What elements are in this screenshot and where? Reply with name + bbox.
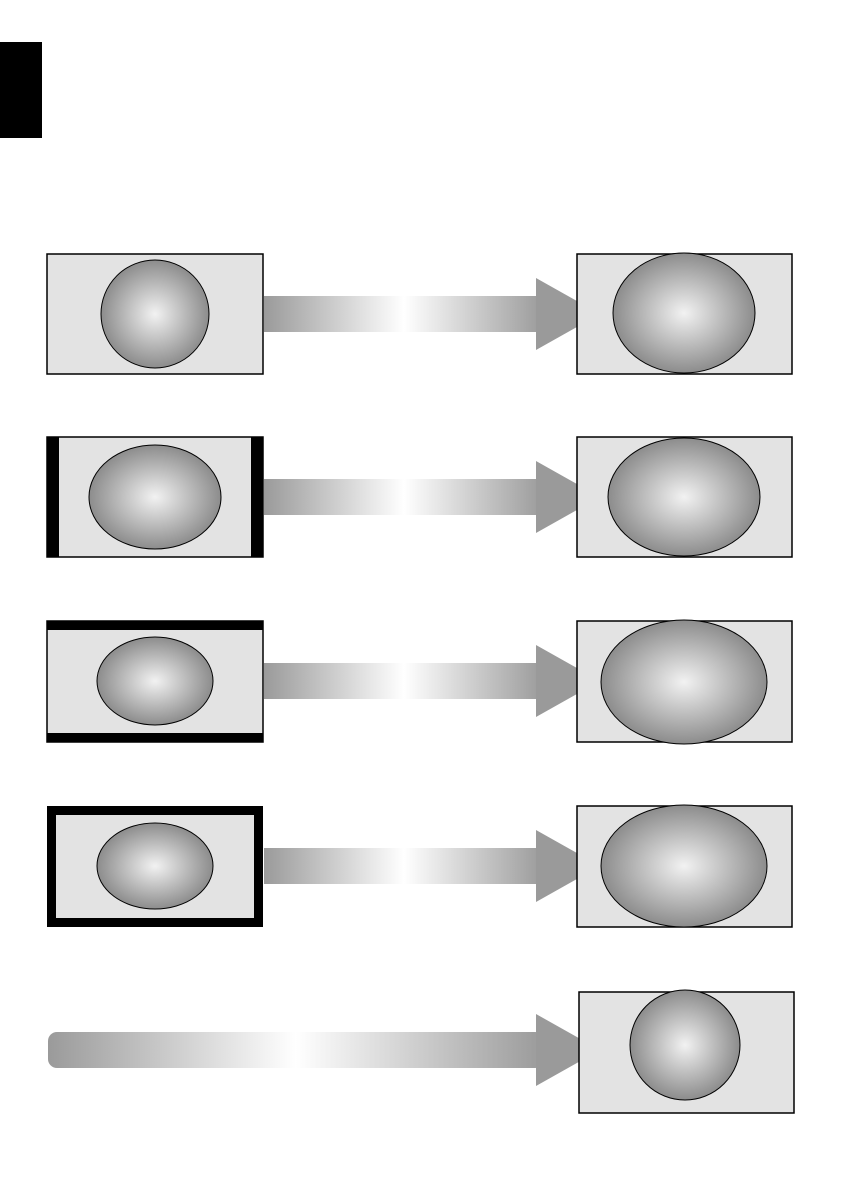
pillar-bar-left — [47, 437, 59, 557]
target-screen — [577, 253, 792, 374]
pillar-bar-right — [251, 437, 263, 557]
picture-wide-ellipse — [601, 620, 767, 744]
target-screen — [579, 990, 794, 1113]
source-screen — [47, 254, 263, 374]
picture-circle — [101, 260, 209, 368]
conversion-row-3 — [47, 620, 792, 744]
source-screen — [47, 437, 263, 557]
source-screen — [47, 621, 263, 742]
conversion-row-1 — [47, 253, 792, 374]
conversion-row-2 — [47, 437, 792, 557]
target-screen — [577, 805, 792, 927]
picture-wide-ellipse — [613, 253, 755, 373]
conversion-row-5 — [48, 990, 794, 1113]
right-arrow-icon — [48, 1014, 600, 1086]
picture-ellipse — [97, 823, 213, 909]
right-arrow-icon — [264, 830, 600, 902]
picture-wide-ellipse — [608, 438, 760, 556]
picture-wide-ellipse — [601, 805, 767, 927]
source-screen — [47, 806, 263, 927]
letter-bar-top — [47, 621, 263, 630]
letter-bar-bottom — [47, 733, 263, 742]
picture-circle — [630, 990, 740, 1100]
right-arrow-icon — [264, 278, 600, 350]
conversion-row-4 — [47, 805, 792, 927]
picture-ellipse — [97, 637, 213, 725]
target-screen — [577, 620, 792, 744]
right-arrow-icon — [264, 645, 600, 717]
right-arrow-icon — [264, 461, 600, 533]
target-screen — [577, 437, 792, 557]
picture-ellipse — [89, 445, 221, 549]
